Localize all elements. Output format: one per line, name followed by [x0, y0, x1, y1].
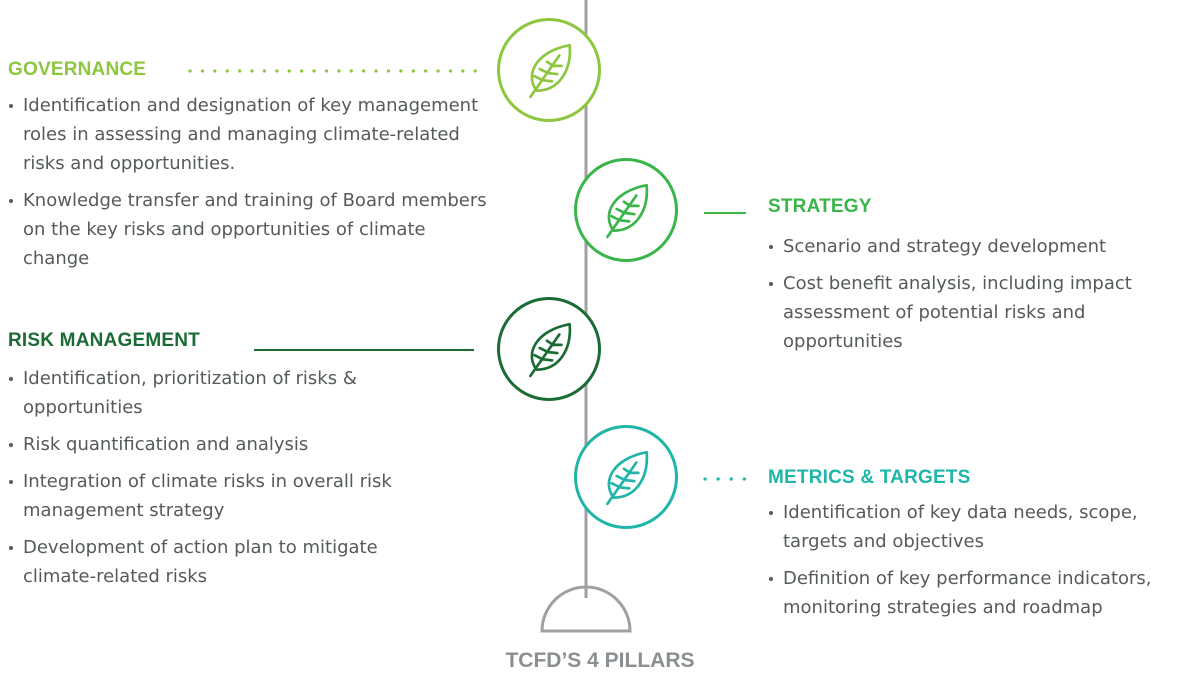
list-item: Scenario and strategy development	[768, 232, 1148, 261]
list-item: Knowledge transfer and training of Board…	[8, 186, 493, 273]
strategy-circle	[574, 158, 678, 262]
axis-base-dome	[540, 585, 632, 633]
diagram-title: TCFD’S 4 PILLARS	[505, 649, 695, 672]
list-item: Identification, prioritization of risks …	[8, 364, 418, 422]
list-item: Development of action plan to mitigate c…	[8, 533, 418, 591]
risk-management-circle	[497, 297, 601, 401]
list-item: Risk quantification and analysis	[8, 430, 418, 459]
strategy-bullets: Scenario and strategy development Cost b…	[768, 232, 1148, 364]
list-item: Cost benefit analysis, including impact …	[768, 269, 1148, 356]
risk-management-bullets: Identification, prioritization of risks …	[8, 364, 418, 599]
risk-management-heading: RISK MANAGEMENT	[8, 330, 200, 351]
governance-circle	[497, 18, 601, 122]
list-item: Identification of key data needs, scope,…	[768, 498, 1200, 556]
metrics-targets-bullets: Identification of key data needs, scope,…	[768, 498, 1200, 630]
list-item: Integration of climate risks in overall …	[8, 467, 418, 525]
leaf-icon	[529, 43, 572, 99]
metrics-targets-circle	[574, 425, 678, 529]
governance-bullets: Identification and designation of key ma…	[8, 91, 493, 281]
metrics-targets-heading: METRICS & TARGETS	[768, 467, 971, 488]
governance-heading: GOVERNANCE	[8, 59, 147, 80]
leaf-icon	[606, 183, 649, 239]
leaf-icon	[529, 322, 572, 378]
list-item: Identification and designation of key ma…	[8, 91, 493, 178]
list-item: Definition of key performance indicators…	[768, 564, 1200, 622]
leaf-icon	[606, 450, 649, 506]
strategy-heading: STRATEGY	[768, 196, 872, 217]
